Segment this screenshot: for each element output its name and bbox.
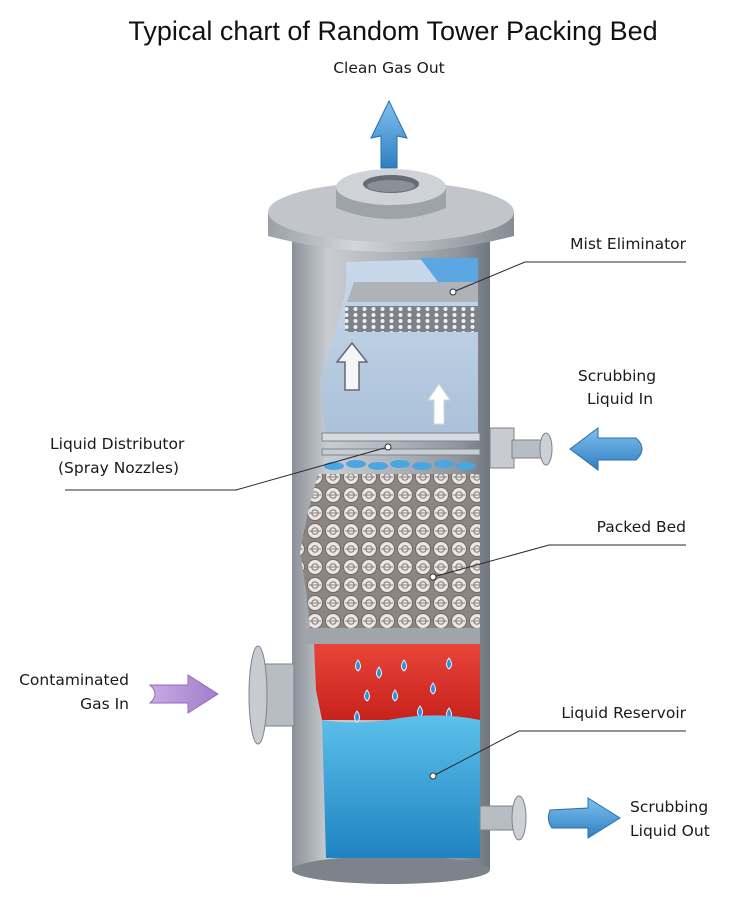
- diagram-title: Typical chart of Random Tower Packing Be…: [128, 16, 657, 46]
- label-contaminated-gas-in-line1: Contaminated: [19, 671, 129, 689]
- packed-bed: [300, 474, 480, 628]
- leader-liquid-reservoir: [432, 730, 686, 777]
- label-clean-gas-out: Clean Gas Out: [333, 59, 445, 77]
- leader-dots: [384, 288, 457, 780]
- liquid-inlet-nozzle: [489, 427, 553, 469]
- contaminated-gas-in-arrow-icon: [148, 674, 219, 714]
- label-liquid-distributor-line2: (Spray Nozzles): [58, 459, 179, 477]
- label-scrubbing-liquid-out-line2: Liquid Out: [630, 822, 710, 840]
- mist-eliminator-pad: [345, 282, 478, 332]
- gas-up-arrow-icon: [335, 341, 451, 425]
- label-packed-bed: Packed Bed: [597, 518, 686, 536]
- scrubbing-liquid-in-arrow-icon: [569, 427, 643, 471]
- label-liquid-distributor-line1: Liquid Distributor: [50, 435, 185, 453]
- gas-inlet-nozzle: [248, 645, 295, 745]
- leader-packed-bed: [432, 544, 686, 578]
- leader-liquid-distributor: [65, 446, 389, 491]
- label-scrubbing-liquid-in-line2: Liquid In: [587, 390, 653, 408]
- scrubbing-liquid-out-arrow-icon: [547, 797, 621, 839]
- label-scrubbing-liquid-out-line1: Scrubbing: [630, 798, 708, 816]
- clean-gas-out-arrow-icon: [370, 99, 408, 169]
- liquid-reservoir-water: [322, 715, 480, 858]
- label-scrubbing-liquid-in-line1: Scrubbing: [578, 367, 656, 385]
- leader-lines: [65, 261, 686, 777]
- mist-zone: [420, 258, 478, 282]
- tower-top-cap: [268, 169, 514, 252]
- label-liquid-reservoir: Liquid Reservoir: [561, 704, 686, 722]
- reservoir-red-zone: [314, 644, 480, 720]
- label-contaminated-gas-in-line2: Gas In: [80, 695, 129, 713]
- label-mist-eliminator: Mist Eliminator: [570, 235, 686, 253]
- support-plate: [304, 628, 480, 644]
- liquid-distributor: [321, 432, 481, 470]
- liquid-outlet-nozzle: [479, 795, 527, 841]
- leader-mist-eliminator: [452, 261, 686, 293]
